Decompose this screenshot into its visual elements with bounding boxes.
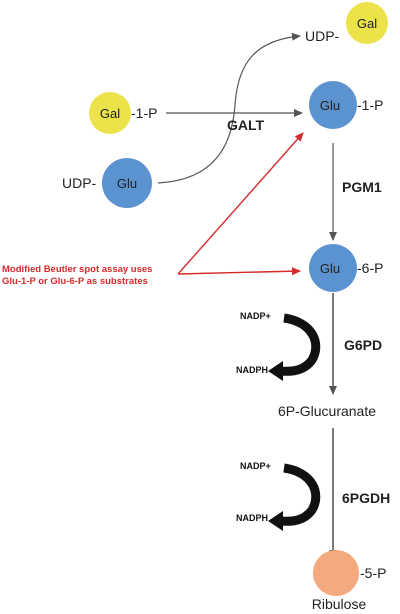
glu-6p-label: Glu xyxy=(320,261,340,276)
glu-1p-suffix: -1-P xyxy=(357,97,383,113)
beutler-note-line2: Glu-1-P or Glu-6-P as substrates xyxy=(2,276,148,287)
ribulose-5p-suffix: -5-P xyxy=(360,565,386,581)
gal-1p-suffix: -1-P xyxy=(131,105,157,121)
glu-1p-node xyxy=(309,81,357,129)
galt-enzyme-label: GALT xyxy=(227,117,265,133)
gal-1p-label: Gal xyxy=(100,106,120,121)
g6pd-nadph-label: NADPH xyxy=(236,365,268,375)
note-to-glu1p-arrow xyxy=(177,132,304,275)
6pgdh-nadph-label: NADPH xyxy=(236,513,268,523)
udp-gal-prefix: UDP- xyxy=(305,28,340,44)
udp-gal-label: Gal xyxy=(357,16,377,31)
udp-glu-node xyxy=(102,158,152,208)
ribulose-5p-node xyxy=(313,550,359,596)
udp-gal-node xyxy=(346,2,388,44)
g6pd-enzyme-label: G6PD xyxy=(344,337,382,353)
udp-glu-to-udp-gal-arrow xyxy=(157,32,301,184)
gal-1p-node xyxy=(89,92,131,134)
glu-6p-suffix: -6-P xyxy=(357,260,383,276)
6pgdh-nadp-label: NADP+ xyxy=(240,461,271,471)
glu-6p-node xyxy=(309,244,357,292)
udp-glu-prefix: UDP- xyxy=(62,175,97,191)
g6pd-cofactor-curve xyxy=(268,313,321,381)
beutler-note-line1: Modified Beutler spot assay uses xyxy=(2,264,152,275)
6pgdh-cofactor-curve xyxy=(268,463,321,531)
glu-1p-label: Glu xyxy=(320,98,340,113)
ribulose-caption: Ribulose xyxy=(312,596,367,612)
pgm1-enzyme-label: PGM1 xyxy=(342,179,382,195)
g6pd-nadp-label: NADP+ xyxy=(240,311,271,321)
udp-glu-label: Glu xyxy=(117,176,137,191)
note-to-glu6p-arrow xyxy=(177,267,301,276)
6pgdh-enzyme-label: 6PGDH xyxy=(342,490,390,506)
6p-glucuranate-label: 6P-Glucuranate xyxy=(278,403,376,419)
